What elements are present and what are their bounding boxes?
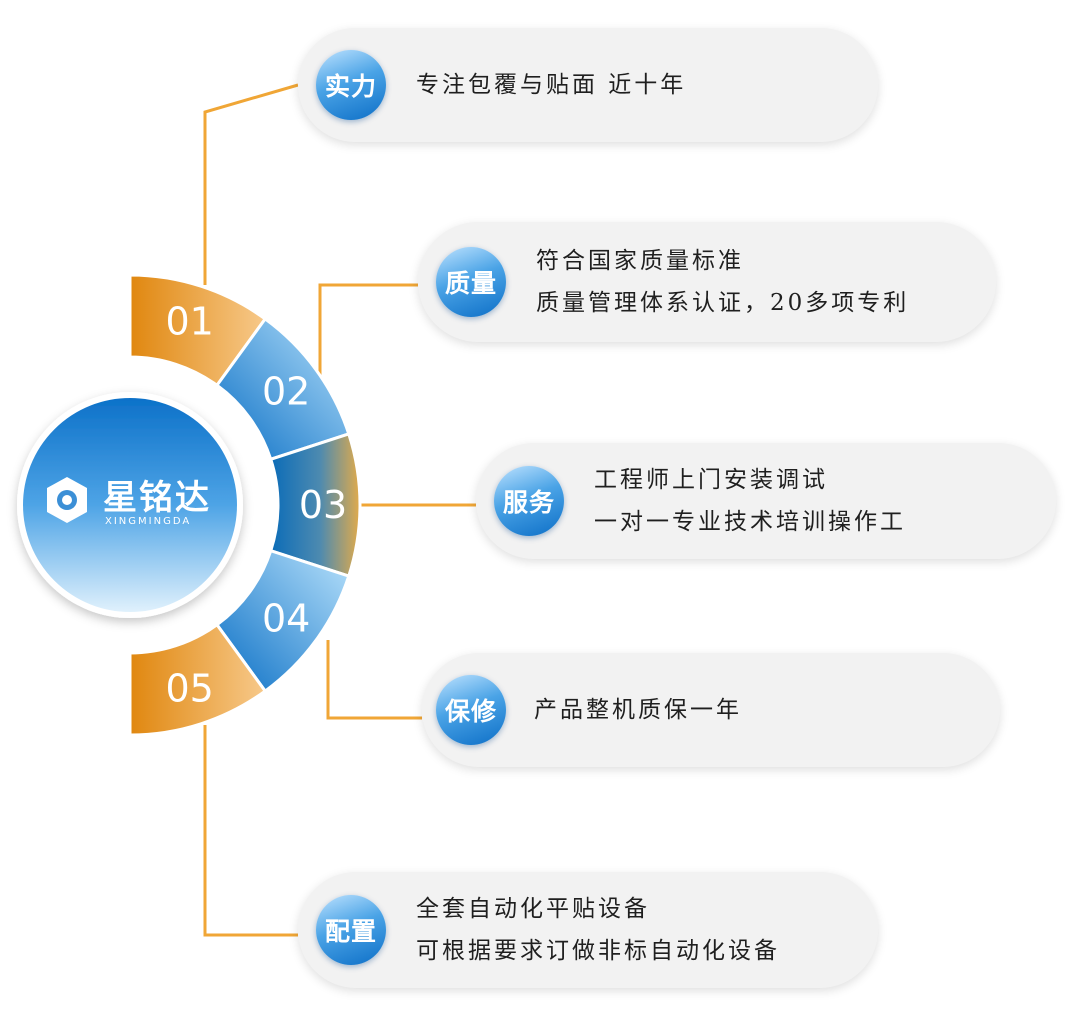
- connector-lines: [203, 83, 476, 937]
- card-quality: 质量 符合国家质量标准 质量管理体系认证，20多项专利: [418, 222, 996, 342]
- card-line: 产品整机质保一年: [534, 697, 742, 723]
- card-text: 工程师上门安装调试 一对一专业技术培训操作工: [594, 459, 906, 543]
- card-line: 一对一专业技术培训操作工: [594, 509, 906, 535]
- ring-segment-5: [128, 622, 268, 737]
- ring-segment-number-5: 05: [165, 667, 213, 711]
- card-title-badge: 服务: [494, 466, 564, 536]
- card-line: 全套自动化平贴设备: [416, 896, 650, 922]
- card-text: 符合国家质量标准 质量管理体系认证，20多项专利: [536, 240, 909, 324]
- logo-circle: [17, 392, 243, 618]
- card-line: 符合国家质量标准: [536, 248, 744, 274]
- ring-segments: 01 02 03 04 05: [128, 273, 362, 737]
- logo-name: 星铭达: [103, 478, 211, 518]
- card-text: 全套自动化平贴设备 可根据要求订做非标自动化设备: [416, 888, 780, 972]
- card-service: 服务 工程师上门安装调试 一对一专业技术培训操作工: [476, 443, 1056, 559]
- connector-line-1: [203, 83, 299, 285]
- card-line: 质量管理体系认证，20多项专利: [536, 290, 910, 316]
- gear-icon: [47, 477, 87, 523]
- card-line: 工程师上门安装调试: [594, 467, 828, 493]
- card-title-badge: 质量: [436, 247, 506, 317]
- card-title-badge: 配置: [316, 895, 386, 965]
- card-warranty: 保修 产品整机质保一年: [422, 653, 1000, 767]
- card-line: 可根据要求订做非标自动化设备: [416, 938, 780, 964]
- card-text: 产品整机质保一年: [534, 689, 742, 731]
- card-configuration: 配置 全套自动化平贴设备 可根据要求订做非标自动化设备: [298, 872, 878, 988]
- ring-segment-number-1: 01: [165, 299, 213, 343]
- ring-segment-number-3: 03: [299, 483, 347, 527]
- card-text: 专注包覆与贴面 近十年: [416, 64, 686, 106]
- ring-segment-number-2: 02: [262, 370, 310, 414]
- logo-subtitle: XINGMINGDA: [105, 516, 192, 527]
- card-strength: 实力 专注包覆与贴面 近十年: [298, 28, 878, 142]
- card-title-badge: 实力: [316, 50, 386, 120]
- card-line: 专注包覆与贴面 近十年: [416, 72, 687, 98]
- logo: 星铭达 XINGMINGDA: [15, 390, 245, 620]
- ring-segment-number-4: 04: [262, 596, 310, 640]
- connector-line-5: [203, 725, 298, 937]
- card-title-badge: 保修: [436, 675, 506, 745]
- connector-line-2: [318, 283, 418, 395]
- connector-line-4: [326, 640, 422, 720]
